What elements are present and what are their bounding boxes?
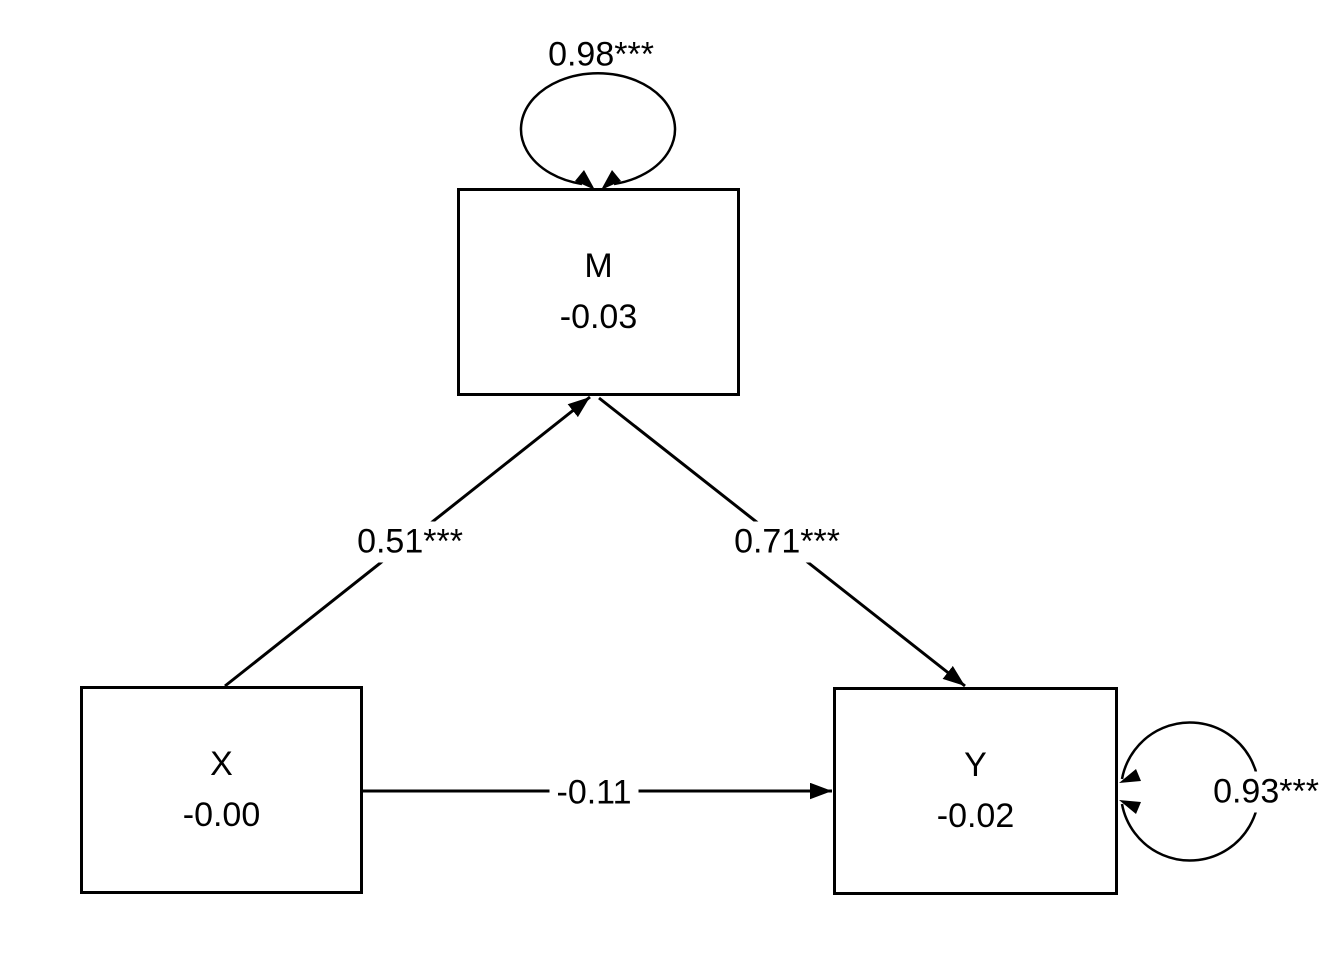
node-m: M -0.03 (457, 188, 740, 396)
coef-x-to-y: -0.11 (549, 772, 639, 814)
loop-y-arrowhead-lower (1119, 800, 1141, 814)
coef-x-to-m: 0.51*** (350, 521, 470, 563)
node-x: X -0.00 (80, 686, 363, 894)
node-y: Y -0.02 (833, 687, 1118, 895)
coef-m-residual: 0.98*** (548, 35, 654, 74)
node-x-estimate: -0.00 (182, 796, 261, 834)
coef-y-residual: 0.93*** (1206, 771, 1326, 813)
node-x-label: X (210, 745, 233, 783)
loop-m-residual (519, 71, 677, 186)
node-y-label: Y (964, 746, 987, 784)
node-m-label: M (584, 247, 613, 285)
node-m-estimate: -0.03 (559, 298, 638, 336)
loop-m-arrowhead-right (601, 170, 621, 190)
loop-y-arrowhead-upper (1119, 769, 1141, 783)
coef-m-to-y: 0.71*** (727, 521, 847, 563)
loop-m-arrowhead-left (575, 170, 595, 190)
node-y-estimate: -0.02 (936, 797, 1015, 835)
